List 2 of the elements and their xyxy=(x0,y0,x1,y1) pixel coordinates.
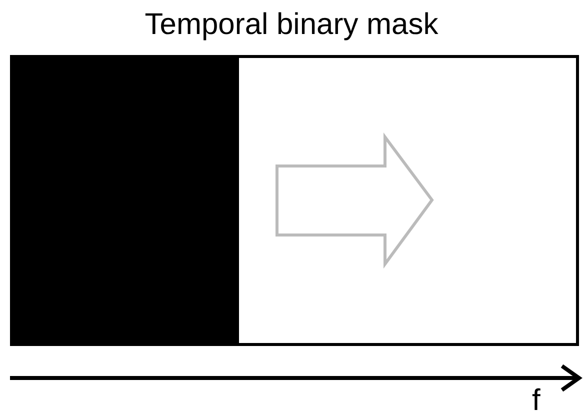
axis-label: f xyxy=(532,385,540,417)
diagram-title: Temporal binary mask xyxy=(144,8,440,42)
